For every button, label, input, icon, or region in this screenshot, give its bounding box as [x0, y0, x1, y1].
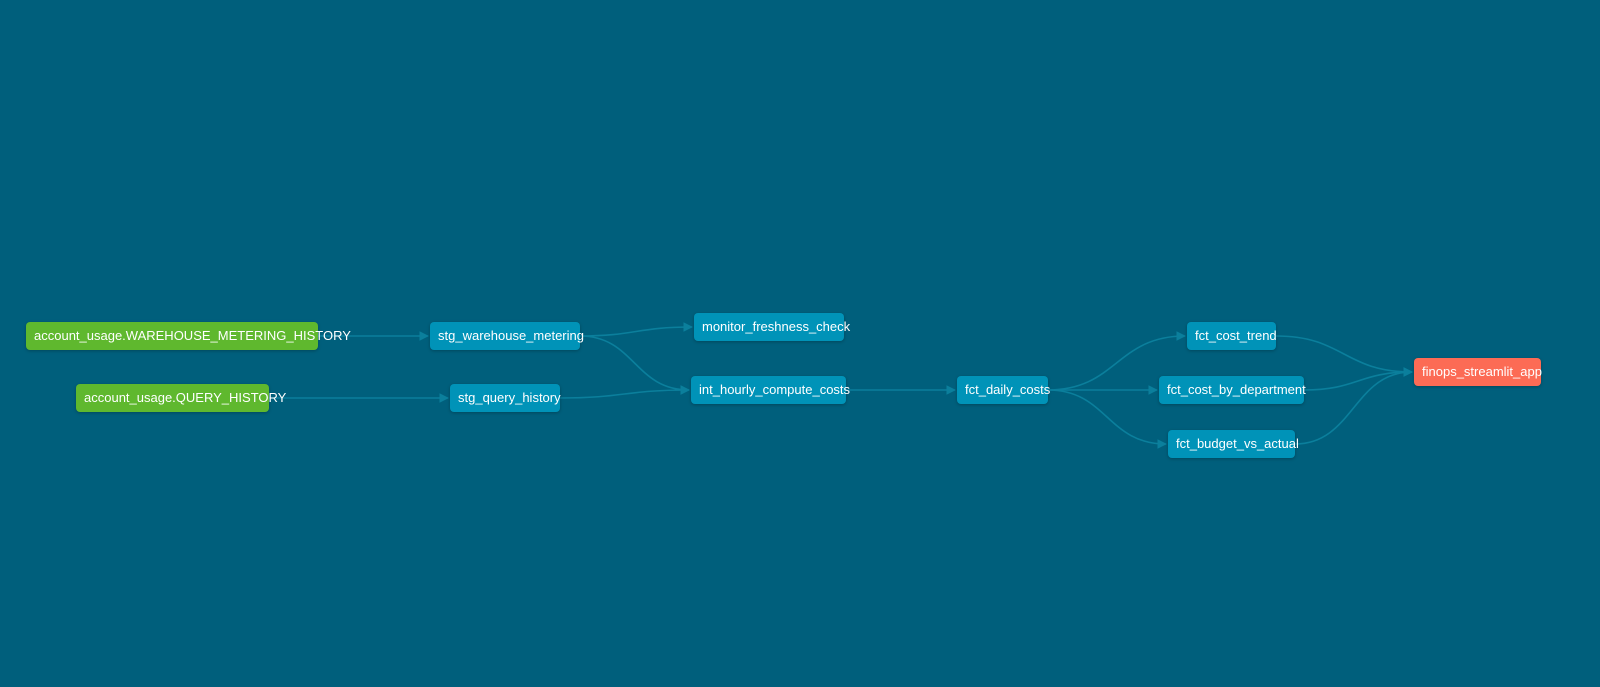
node-monitor-freshness-check[interactable]: monitor_freshness_check [694, 313, 850, 341]
node-fct-budget-vs-actual[interactable]: fct_budget_vs_actual [1168, 430, 1299, 458]
edge-fct_cost_trend-to-finops_streamlit_app [1275, 335, 1413, 377]
node-account-usage-query-history[interactable]: account_usage.QUERY_HISTORY [76, 384, 286, 412]
edge-stg_warehouse_metering-to-int_hourly_compute_costs [579, 335, 690, 395]
node-finops-streamlit-app[interactable]: finops_streamlit_app [1414, 358, 1542, 386]
node-fct-daily-costs[interactable]: fct_daily_costs [957, 376, 1050, 404]
edge-stg_query_history-to-int_hourly_compute_costs [559, 385, 690, 399]
edge-fct_cost_by_department-to-finops_streamlit_app [1303, 367, 1413, 391]
node-fct-cost-by-department[interactable]: fct_cost_by_department [1159, 376, 1306, 404]
node-int-hourly-compute-costs[interactable]: int_hourly_compute_costs [691, 376, 850, 404]
node-account-usage-warehouse-metering-history[interactable]: account_usage.WAREHOUSE_METERING_HISTORY [26, 322, 351, 350]
node-stg-query-history[interactable]: stg_query_history [450, 384, 561, 412]
node-stg-warehouse-metering[interactable]: stg_warehouse_metering [430, 322, 584, 350]
edge-fct_budget_vs_actual-to-finops_streamlit_app [1294, 367, 1413, 445]
edge-fct_daily_costs-to-fct_budget_vs_actual [1047, 389, 1167, 449]
edge-stg_warehouse_metering-to-monitor_freshness_check [579, 322, 693, 337]
node-fct-cost-trend[interactable]: fct_cost_trend [1187, 322, 1277, 350]
